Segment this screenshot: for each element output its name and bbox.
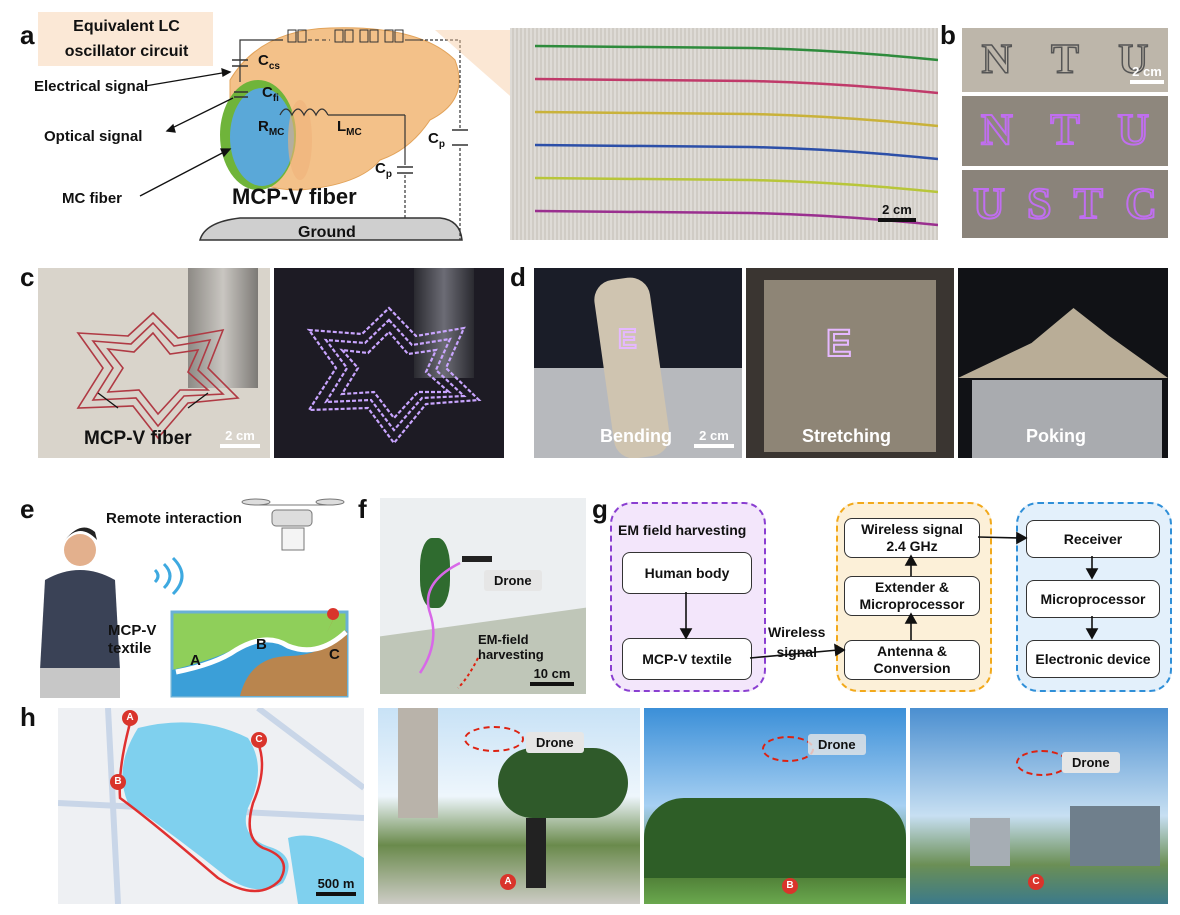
stretching-label: Stretching — [802, 426, 892, 446]
scale-bar-a: 2 cm — [878, 202, 916, 222]
human-body-box: Human body — [622, 552, 752, 594]
embroidery-photo-off: MCP-V fiber 2 cm — [38, 268, 270, 458]
route-marker-c: C — [251, 732, 267, 748]
fiber-line — [534, 176, 938, 194]
route-map-drawing — [58, 708, 364, 904]
star-pattern-off — [76, 311, 240, 440]
panel-label-g: g — [592, 494, 608, 524]
field-photo-c: Drone C — [910, 708, 1168, 904]
scale-bar-f: 10 cm — [530, 666, 574, 686]
poking-label: Poking — [1026, 426, 1087, 446]
b3-letter-t: T — [1073, 178, 1104, 229]
c-p2-label: Cp — [428, 130, 445, 150]
scale-bar-c: 2 cm — [220, 428, 260, 448]
photo-marker-a: A — [500, 874, 516, 890]
drone-tag-f: Drone — [484, 570, 542, 591]
route-marker-a: A — [122, 710, 138, 726]
b2-letter-t: T — [1049, 104, 1080, 155]
panel-label-h: h — [20, 702, 36, 732]
drone-tag-c: Drone — [1062, 752, 1120, 773]
b3-letter-s: S — [1026, 178, 1053, 229]
bending-photo: E Bending 2 cm — [534, 268, 742, 458]
panel-label-f: f — [358, 494, 367, 524]
em-field-label: EM-field harvesting — [478, 632, 544, 662]
field-photo-a: Drone A — [378, 708, 640, 904]
antenna-box: Antenna & Conversion — [844, 640, 980, 680]
c-cs-label: Ccs — [258, 52, 280, 72]
fiber-line — [534, 77, 938, 95]
photo-marker-c: C — [1028, 874, 1044, 890]
c-p1-label: Cp — [375, 160, 392, 180]
panel-label-c: c — [20, 262, 35, 292]
b3-letter-c: C — [1124, 178, 1158, 229]
circuit-title: Equivalent LC oscillator circuit — [64, 18, 189, 60]
wireless-signal-label: Wireless signal — [768, 624, 826, 660]
fiber-name-label: MCP-V fiber — [232, 184, 357, 209]
drone-path — [418, 556, 492, 689]
electronic-device-box: Electronic device — [1026, 640, 1160, 678]
microprocessor-box: Microprocessor — [1026, 580, 1160, 618]
fiber-line — [534, 44, 938, 62]
fiber-line — [534, 110, 938, 128]
stretching-photo: E Stretching — [746, 268, 954, 458]
panel-label-a: a — [20, 20, 35, 50]
photo-marker-b: B — [782, 878, 798, 894]
scale-bar-b: 2 cm — [1130, 64, 1164, 84]
fiber-label-c: MCP-V fiber — [84, 428, 192, 449]
l-mc-label: LMC — [337, 118, 362, 138]
mcp-v-textile-label: MCP-V textile — [108, 622, 157, 657]
route-marker-b: B — [110, 774, 126, 790]
b3-letter-u: U — [972, 178, 1006, 229]
drone-tag-a: Drone — [526, 732, 584, 753]
em-harvesting-title: EM field harvesting — [618, 522, 747, 538]
r-mc-label: RMC — [258, 118, 285, 138]
b1-letter-n: N — [981, 36, 1013, 84]
mc-fiber-label: MC fiber — [62, 190, 122, 207]
fiber-line — [534, 143, 938, 161]
b1-letter-t: T — [1050, 36, 1080, 84]
panel-label-d: d — [510, 262, 526, 292]
map-point-b: B — [256, 636, 267, 653]
b2-letter-u: U — [1116, 104, 1150, 155]
receiver-box: Receiver — [1026, 520, 1160, 558]
wireless-24-box: Wireless signal 2.4 GHz — [844, 518, 980, 558]
map-point-c: C — [329, 646, 340, 663]
fiber-lines — [534, 44, 938, 227]
scale-bar-h: 500 m — [316, 876, 356, 896]
field-photo-b: Drone B — [644, 708, 906, 904]
remote-interaction-label: Remote interaction — [106, 510, 242, 527]
optical-signal-label: Optical signal — [44, 128, 143, 145]
drone-tag-b: Drone — [808, 734, 866, 755]
circuit-title-box — [38, 12, 213, 66]
b2-letter-n: N — [980, 104, 1014, 155]
bending-label: Bending — [600, 426, 672, 446]
textile-box: MCP-V textile — [622, 638, 752, 680]
embroidery-photo-on — [274, 268, 504, 458]
map-point-a: A — [190, 652, 201, 669]
c-fi-label: Cfi — [262, 84, 279, 104]
indoor-drone-photo: Drone EM-field harvesting 10 cm — [380, 498, 586, 694]
extender-box: Extender & Microprocessor — [844, 576, 980, 616]
panel-label-b: b — [940, 20, 956, 50]
fiber-textile-photo: 2 cm — [510, 28, 938, 240]
panel-label-e: e — [20, 494, 35, 524]
electrical-signal-label: Electrical signal — [34, 78, 149, 95]
ground-label: Ground — [298, 224, 356, 241]
route-map: A B C 500 m — [58, 708, 364, 904]
b1-letter-u: U — [1117, 36, 1149, 84]
fiber-line — [534, 209, 938, 227]
poking-photo: Poking — [958, 268, 1168, 458]
scale-bar-d: 2 cm — [694, 428, 734, 448]
star-pattern-on — [306, 306, 482, 445]
